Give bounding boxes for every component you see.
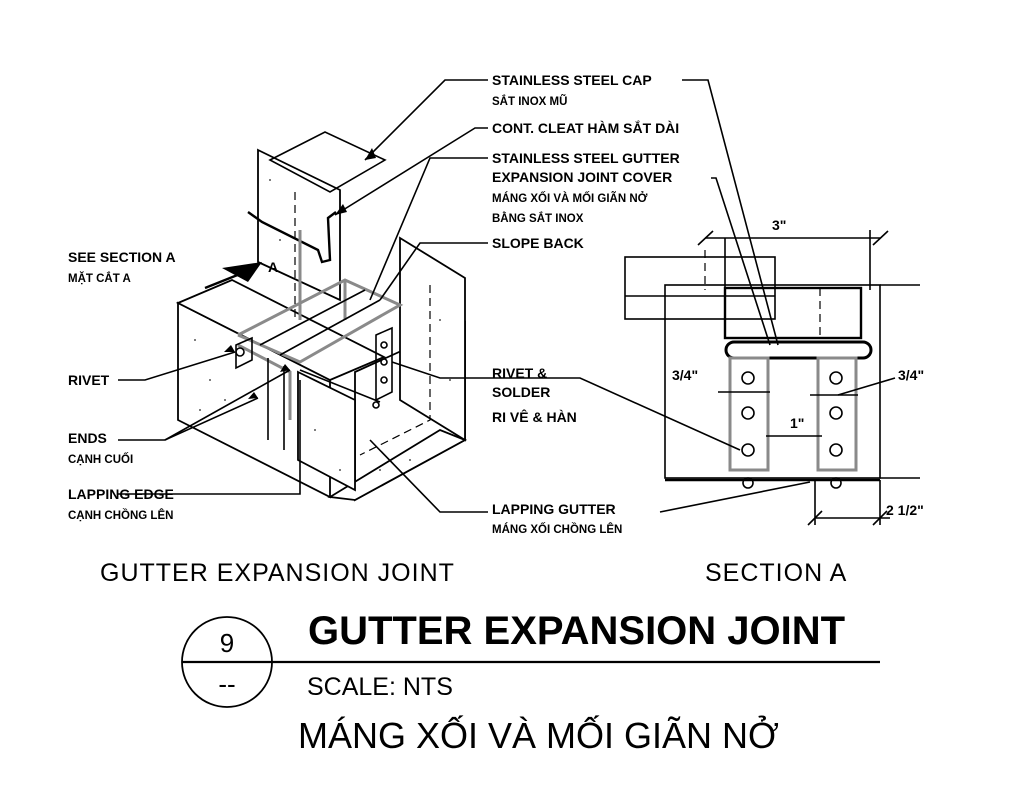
section-marker-label: A (268, 259, 278, 275)
callout-gutter-cover-1: STAINLESS STEEL GUTTER (492, 150, 680, 166)
caption-isometric: GUTTER EXPANSION JOINT (100, 559, 455, 587)
callout-stainless-cap-vn: SẮT INOX MŨ (492, 95, 567, 108)
section-outline (664, 284, 881, 479)
dim-top-label: 3" (772, 217, 786, 233)
parapet-wall (257, 148, 341, 302)
callout-gutter-cover-vn-2: BẰNG SẮT INOX (492, 212, 584, 225)
section-a-view (624, 230, 920, 526)
callout-rivet: RIVET (68, 372, 110, 388)
section-leaders (488, 79, 896, 513)
callout-cont-cleat: CONT. CLEAT HÀM SẮT DÀI (492, 119, 679, 136)
dim-gap-label: 1" (790, 415, 804, 431)
callout-ends-vn: CẠNH CUỐI (68, 452, 133, 466)
steel-cap (268, 131, 387, 193)
drawing-title: GUTTER EXPANSION JOINT (308, 609, 845, 653)
sheet-reference: -- (218, 669, 235, 699)
isometric-view: A (175, 131, 468, 502)
callout-see-section: SEE SECTION A (68, 249, 176, 265)
callout-rivet-solder-2: SOLDER (492, 384, 550, 400)
drawing-scale: SCALE: NTS (307, 673, 453, 701)
title-block: 9 -- GUTTER EXPANSION JOINT SCALE: NTS M… (181, 609, 880, 756)
callout-lapping-gutter: LAPPING GUTTER (492, 501, 616, 517)
rivet-mark (235, 347, 245, 357)
callout-lapping-gutter-vn: MÁNG XỐI CHỒNG LÊN (492, 522, 622, 536)
callout-lapping-edge: LAPPING EDGE (68, 486, 174, 502)
callout-lapping-edge-vn: CẠNH CHỒNG LÊN (68, 509, 173, 522)
callout-labels: STAINLESS STEEL CAP SẮT INOX MŨ CONT. CL… (68, 72, 680, 536)
callout-stainless-cap: STAINLESS STEEL CAP (492, 72, 652, 88)
callout-see-section-vn: MẶT CẮT A (68, 272, 131, 285)
callout-rivet-solder-vn: RI VÊ & HÀN (492, 408, 577, 425)
dim-bottom-label: 2 1/2" (886, 502, 924, 518)
callout-slope-back: SLOPE BACK (492, 235, 584, 251)
dim-right-edge-label: 3/4" (898, 367, 924, 383)
gutter-cover (237, 278, 404, 364)
left-strap (728, 356, 770, 472)
callout-rivet-solder-1: RIVET & (492, 365, 547, 381)
isometric-leaders (118, 79, 488, 513)
callout-gutter-cover-vn-1: MÁNG XỐI VÀ MỐI GIÃN NỞ (492, 191, 648, 205)
lapping-gutter-piece (297, 370, 356, 492)
callout-gutter-cover-2: EXPANSION JOINT COVER (492, 169, 672, 185)
block-bottom (327, 428, 468, 501)
vietnamese-title: MÁNG XỐI VÀ MỐI GIÃN NỞ (298, 714, 779, 756)
expansion-cover (724, 340, 873, 360)
top-plate (723, 286, 863, 340)
caption-section: SECTION A (705, 559, 847, 587)
right-strap (816, 356, 858, 472)
detail-number: 9 (220, 628, 234, 658)
dimension-labels: 3" 3/4" 3/4" 1" 2 1/2" (672, 217, 924, 518)
dim-left-edge-label: 3/4" (672, 367, 698, 383)
callout-ends: ENDS (68, 430, 107, 446)
cleat (247, 211, 337, 264)
